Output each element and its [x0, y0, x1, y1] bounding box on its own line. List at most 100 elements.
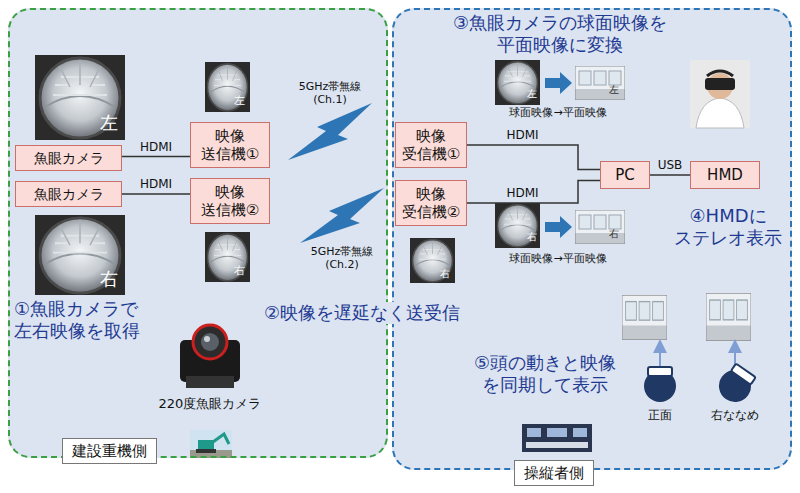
transmitter-box: 映像 送信機②	[190, 178, 270, 224]
receiver-box: 映像 受信機①	[395, 122, 467, 168]
convert-caption: 球面映像→平面映像	[509, 106, 606, 119]
view-caption: 正面	[648, 408, 672, 422]
fisheye-images-part	[205, 232, 250, 282]
operator-photo-part	[690, 60, 750, 128]
region-title: 建設重機側	[62, 438, 157, 464]
step-note: ⑤頭の動きと映像 を同期して表示	[474, 352, 616, 395]
wireless-bolts-part	[300, 188, 384, 243]
cable-label: HDMI	[140, 178, 172, 192]
fisheye-images	[35, 55, 540, 295]
excavator-photo-part	[213, 434, 229, 444]
cable-label: HDMI	[506, 187, 538, 201]
control-room-photo-part	[547, 428, 567, 437]
flat-images-part	[575, 210, 625, 244]
control-room-photo-part	[522, 424, 592, 452]
camera-product-part	[204, 336, 210, 342]
region-grounds-part	[8, 8, 388, 458]
step-note: ②映像を遅延なく送受信	[261, 302, 463, 324]
fisheye-images-part	[410, 238, 455, 283]
cable-label: HDMI	[140, 141, 172, 155]
fisheye-images-part	[35, 55, 125, 140]
image-tag: 右	[609, 228, 619, 240]
image-tag: 右	[100, 268, 118, 290]
excavator-photo-part	[198, 440, 214, 449]
control-room-photo-part	[527, 428, 541, 437]
cable-line	[467, 145, 600, 169]
camera-box: 魚眼カメラ	[15, 145, 122, 171]
box-label: 映像 受信機②	[402, 185, 460, 221]
step-note: ④HMDに ステレオ表示	[674, 205, 782, 248]
pc-box: PC	[600, 161, 650, 189]
camera-product	[180, 325, 240, 388]
wireless-label: 5GHz帯無線 (Ch.2)	[311, 245, 374, 271]
camera-product-part	[193, 325, 227, 359]
excavator-photo-part	[190, 430, 232, 458]
cable-label: USB	[658, 159, 683, 173]
view-caption: 右ななめ	[711, 408, 759, 422]
excavator-photo-part	[196, 449, 216, 453]
head-icons-part	[648, 367, 672, 376]
box-label: HMD	[707, 166, 743, 184]
hmd-box: HMD	[690, 161, 760, 189]
box-label: 映像 受信機①	[402, 127, 460, 163]
image-tag: 左	[234, 94, 245, 107]
operator-photo-part	[707, 71, 733, 76]
transmitter-box: 映像 送信機①	[190, 122, 270, 168]
wireless-bolts-part	[288, 103, 372, 160]
head-icons-part	[734, 346, 736, 366]
convert-arrows	[545, 72, 572, 238]
head-icons-part-part	[713, 364, 758, 409]
head-icons-part-part	[731, 364, 756, 385]
step-note: ①魚眼カメラで 左右映像を取得	[14, 298, 140, 341]
control-room-photo-part	[573, 428, 587, 437]
fisheye-images-part	[495, 60, 540, 105]
cable-label: HDMI	[506, 129, 538, 143]
wireless-bolts	[288, 103, 384, 243]
convert-arrows-part	[545, 216, 572, 238]
camera-box: 魚眼カメラ	[15, 181, 122, 207]
operator-photo	[690, 60, 750, 128]
camera-product-part	[186, 376, 234, 388]
cable-line	[122, 193, 190, 195]
box-label: 映像 送信機①	[201, 127, 259, 163]
fisheye-images-part	[495, 203, 540, 248]
head-icons	[644, 346, 759, 408]
box-label: 映像 送信機②	[201, 183, 259, 219]
image-tag: 左	[527, 88, 537, 100]
cable-line	[122, 156, 190, 158]
region-title: 操縦者側	[514, 460, 594, 486]
image-tag: 右	[234, 264, 245, 277]
box-label: PC	[615, 166, 635, 184]
region-grounds-part	[392, 8, 792, 470]
flat-images-part	[622, 295, 667, 340]
site-region: 建設重機側魚眼カメラ魚眼カメラ映像 送信機①映像 送信機②	[8, 8, 388, 458]
box-label: 魚眼カメラ	[34, 150, 104, 167]
fisheye-images-part	[205, 62, 250, 112]
cable-line	[467, 181, 600, 203]
flat-images-part	[575, 66, 625, 100]
excavator-photo	[190, 430, 232, 458]
operator-photo-part	[696, 98, 744, 128]
cable-line	[650, 174, 690, 176]
region-grounds	[8, 8, 792, 470]
flat-images-part	[706, 293, 751, 341]
box-label: 魚眼カメラ	[34, 186, 104, 203]
control-room-photo-part	[526, 442, 588, 448]
head-icons-part	[659, 346, 661, 366]
control-room-photo	[522, 424, 592, 452]
head-icons-part	[713, 361, 759, 408]
camera-product-part	[201, 333, 219, 351]
image-tag: 左	[100, 112, 118, 134]
receiver-box: 映像 受信機②	[395, 180, 467, 226]
image-tag: 右	[527, 231, 537, 243]
convert-caption: 球面映像→平面映像	[509, 252, 606, 265]
step-note: ③魚眼カメラの球面映像を 平面映像に変換	[453, 12, 667, 55]
convert-arrows-part	[545, 72, 572, 94]
image-tag: 右	[440, 268, 450, 280]
operator-photo-part	[705, 78, 735, 90]
image-tag: 左	[609, 84, 619, 96]
wireless-label: 5GHz帯無線 (Ch.1)	[299, 80, 362, 106]
fisheye-images-part	[35, 215, 125, 295]
camera-caption: 220度魚眼カメラ	[159, 396, 262, 412]
